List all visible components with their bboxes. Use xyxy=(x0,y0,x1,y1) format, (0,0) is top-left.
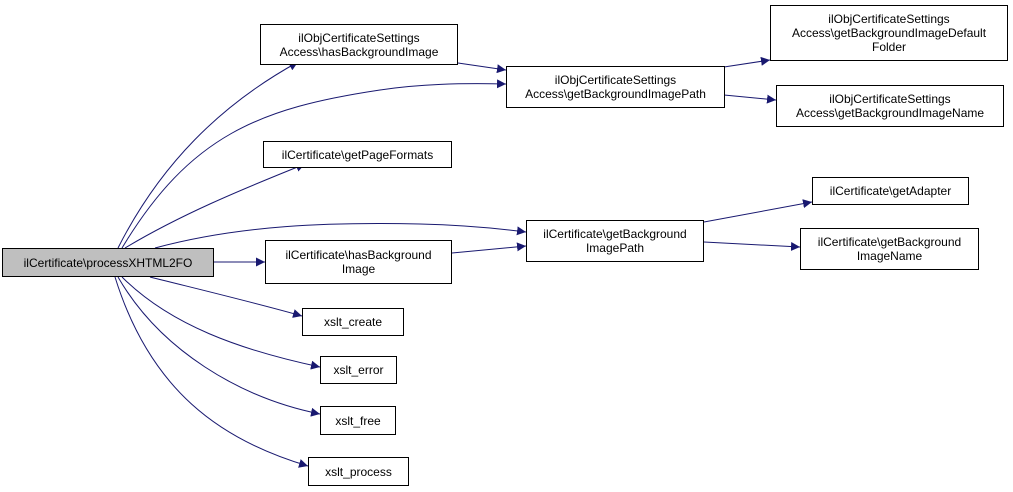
node-label-line: ImagePath xyxy=(585,241,645,255)
edge-process-to-obj-get-bg-image-path xyxy=(121,79,507,249)
node-label-line: Image xyxy=(341,262,376,276)
edge-has-bg-to-get-bg-path xyxy=(451,242,527,254)
node-process-xhtml2fo[interactable]: ilCertificate\processXHTML2FO xyxy=(2,248,214,277)
node-label-line: ilObjCertificateSettings xyxy=(829,92,951,106)
node-label-line: ilCertificate\hasBackground xyxy=(285,248,432,262)
node-label-line: Access\getBackgroundImagePath xyxy=(525,87,706,101)
edge-get-bg-path-to-get-bg-image-name xyxy=(703,241,801,252)
edge-process-to-xslt-error xyxy=(121,276,321,370)
node-label-line: Access\getBackgroundImageName xyxy=(795,106,985,120)
node-label-line: ilCertificate\getAdapter xyxy=(829,184,952,198)
node-label-line: ilCertificate\processXHTML2FO xyxy=(23,255,193,270)
node-xslt-process[interactable]: xslt_process xyxy=(308,457,409,486)
edge-obj-get-path-to-image-name xyxy=(723,94,777,104)
edge-process-to-xslt-create xyxy=(149,276,303,318)
node-label-line: ilObjCertificateSettings xyxy=(828,12,950,26)
node-label-line: xslt_error xyxy=(333,363,384,377)
node-label-line: ilCertificate\getBackground xyxy=(817,235,962,249)
node-label-line: Access\getBackgroundImageDefault xyxy=(791,26,987,40)
edge-process-to-get-page-formats xyxy=(124,163,306,249)
node-label-line: ilCertificate\getPageFormats xyxy=(281,147,434,162)
edge-process-to-obj-has-bg-image xyxy=(117,61,299,249)
node-get-page-formats[interactable]: ilCertificate\getPageFormats xyxy=(263,141,452,168)
node-label-line: ImageName xyxy=(856,249,923,263)
node-xslt-free[interactable]: xslt_free xyxy=(320,406,396,435)
node-label-line: xslt_free xyxy=(335,413,381,428)
edge-process-to-get-background-image-path xyxy=(154,222,527,249)
edge-process-to-xslt-process xyxy=(114,276,309,468)
node-label-line: Access\hasBackgroundImage xyxy=(279,44,439,59)
node-label-line: ilObjCertificateSettings xyxy=(298,30,420,45)
node-label-line: Folder xyxy=(871,40,906,54)
edge-get-bg-path-to-get-adapter xyxy=(703,199,813,223)
node-label-line: ilObjCertificateSettings xyxy=(554,73,677,87)
node-xslt-error[interactable]: xslt_error xyxy=(320,356,397,384)
node-label-line: ilCertificate\getBackground xyxy=(543,227,687,241)
node-label-line: xslt_process xyxy=(325,464,392,479)
edge-process-to-xslt-free xyxy=(117,276,321,417)
node-get-adapter[interactable]: ilCertificate\getAdapter xyxy=(812,177,969,205)
edge-obj-get-path-to-default-folder xyxy=(723,56,771,68)
node-label-line: xslt_create xyxy=(323,315,383,329)
edge-obj-has-bg-to-obj-get-path xyxy=(457,62,507,74)
node-xslt-create[interactable]: xslt_create xyxy=(302,308,404,336)
